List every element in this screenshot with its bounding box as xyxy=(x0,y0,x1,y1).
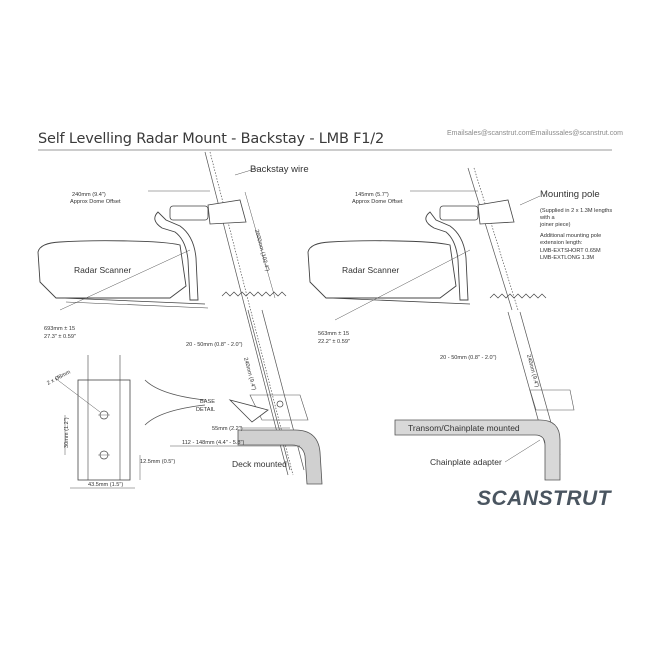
pole-note-6: LMB-EXTSHORT 0.65M xyxy=(540,248,601,254)
left-bracket-length: 240mm (9.4") xyxy=(242,357,257,391)
mounting-pole-label: Mounting pole xyxy=(540,189,600,200)
scanstrut-logo: SCANSTRUT xyxy=(477,487,611,510)
right-dome-offset-value: 145mm (5.7") xyxy=(355,192,389,198)
right-mounting-pole xyxy=(467,167,513,311)
left-radar-dome xyxy=(37,240,187,299)
right-bracket-length: 240mm (9.4") xyxy=(525,354,540,388)
pole-note-1: (Supplied in 2 x 1.3M lengths xyxy=(540,208,612,214)
right-base-width: 563mm ± 15 xyxy=(318,331,349,337)
left-dome-offset-caption: Approx Dome Offset xyxy=(70,199,121,205)
pole-note-5: extension length: xyxy=(540,240,583,246)
base-hole-spacing: 30mm (1.2") xyxy=(64,417,70,448)
right-mount-assembly xyxy=(307,167,575,481)
email-sales: Emailsales@scanstrut.com xyxy=(447,130,532,137)
pole-note-4: Additional mounting pole xyxy=(540,233,601,239)
right-radar-label: Radar Scanner xyxy=(342,265,399,275)
left-radar-label: Radar Scanner xyxy=(74,265,131,275)
base-callout-1: BASE xyxy=(200,399,215,405)
right-dome-offset-caption: Approx Dome Offset xyxy=(352,199,403,205)
right-base-width-in: 22.2" ± 0.59" xyxy=(318,339,350,345)
right-radar-dome xyxy=(307,240,457,299)
left-wire-diameter: 20 - 50mm (0.8" - 2.0") xyxy=(186,342,243,348)
deck-mount-drawing xyxy=(170,427,323,485)
left-base-width-in: 27.3" ± 0.59" xyxy=(44,334,76,340)
deck-offset: 55mm (2.2") xyxy=(212,426,243,432)
pole-note-2: with a xyxy=(539,215,556,221)
base-hole-label: 2 x Ø8mm xyxy=(46,369,72,387)
transom-plate xyxy=(394,419,561,481)
deck-range: 112 - 148mm (4.4" - 5.8") xyxy=(182,440,244,446)
chainplate-adapter-label: Chainplate adapter xyxy=(430,457,502,467)
page-title: Self Levelling Radar Mount - Backstay - … xyxy=(38,131,384,147)
pole-note-7: LMB-EXTLONG 1.3M xyxy=(540,255,594,261)
transom-label: Transom/Chainplate mounted xyxy=(408,423,520,433)
left-bracket xyxy=(154,211,199,301)
pole-note-3: joiner piece) xyxy=(539,222,571,228)
left-dome-offset-value: 240mm (9.4") xyxy=(72,192,106,198)
base-edge-offset: 12.5mm (0.5") xyxy=(140,459,175,465)
base-callout-2: DETAIL xyxy=(196,407,215,413)
base-plate-width: 43.5mm (1.5") xyxy=(88,482,123,488)
deck-label: Deck mounted xyxy=(232,459,287,469)
left-backstay-label: Backstay wire xyxy=(250,164,309,175)
email-us-sales: Emailussales@scanstrut.com xyxy=(531,130,623,137)
right-wire-diameter: 20 - 50mm (0.8" - 2.0") xyxy=(440,355,497,361)
right-bracket xyxy=(425,211,469,301)
left-base-width: 693mm ± 15 xyxy=(44,326,75,332)
deck-plate xyxy=(237,429,323,485)
base-detail-drawing xyxy=(54,355,269,489)
left-wire-length: 2600mm (102.4") xyxy=(253,229,270,272)
